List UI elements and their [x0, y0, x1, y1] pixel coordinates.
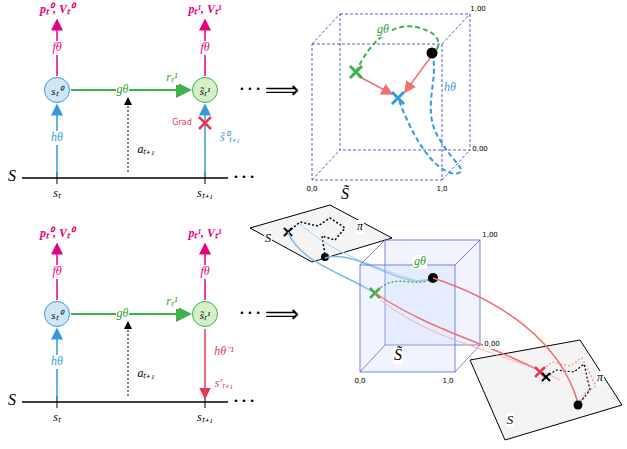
math-label: hθ — [50, 355, 64, 368]
math-label: π — [356, 220, 364, 233]
math-label: 0,00 — [483, 341, 501, 349]
math-label: 1,00 — [469, 6, 487, 14]
math-label: pₜ⁰, Vₜ⁰ — [39, 227, 75, 240]
state-circle: sₜ⁰ — [44, 301, 70, 327]
math-label: • • • — [232, 173, 256, 183]
math-label: • • • — [232, 397, 256, 407]
math-label: fθ — [199, 265, 210, 278]
transition-arrow — [71, 89, 190, 91]
math-label: S̃ — [340, 185, 350, 203]
math-label: hθ⁻¹ — [213, 345, 235, 358]
math-label: S — [264, 231, 273, 245]
state-symbol: sₜ⁰ — [51, 307, 62, 322]
edge-label: gθ — [116, 83, 130, 96]
math-label: aₜ₊₁ — [136, 143, 155, 156]
edge-label: gθ — [116, 307, 130, 320]
math-label: 1,0 — [435, 186, 448, 194]
math-label: hθ — [443, 81, 457, 94]
math-label: hθ — [50, 131, 64, 144]
math-label: 0,00 — [471, 146, 489, 154]
math-label: • • • — [238, 85, 262, 95]
math-label: pₜ⁰, Vₜ⁰ — [39, 3, 75, 16]
math-label: pₜ¹, Vₜ¹ — [187, 3, 222, 16]
math-label: 0,0 — [353, 378, 366, 386]
math-label: S — [506, 413, 515, 427]
math-label: fθ — [51, 41, 62, 54]
math-label: 1,0 — [441, 378, 454, 386]
math-label: ⟹ — [264, 301, 300, 327]
math-label: sₜ — [52, 187, 62, 200]
math-label: Grad — [171, 119, 192, 128]
state-symbol: sₜ⁰ — [51, 83, 62, 98]
math-label: 0,0 — [305, 186, 318, 194]
math-label: pₜ¹, Vₜ¹ — [187, 227, 222, 240]
state-circle: s̃ₜ¹ — [192, 77, 218, 103]
math-label: s̃⁰ₜ₊₁ — [219, 131, 241, 144]
state-circle: sₜ⁰ — [44, 77, 70, 103]
math-label: • • • — [238, 309, 262, 319]
math-label: sₜ₊₁ — [196, 411, 214, 424]
math-label: gθ — [376, 23, 390, 36]
state-symbol: s̃ₜ¹ — [200, 83, 211, 98]
math-label: S̃ — [393, 346, 403, 364]
transition-arrow — [71, 313, 190, 315]
math-label: ⟹ — [264, 77, 300, 103]
math-label: rₜ¹ — [165, 295, 178, 308]
math-label: 1,00 — [481, 232, 499, 240]
math-label: sₜ₊₁ — [196, 187, 214, 200]
math-label: rₜ¹ — [165, 71, 178, 84]
math-label: fθ — [51, 265, 62, 278]
math-label: fθ — [199, 41, 210, 54]
math-label: S — [7, 391, 17, 409]
math-label: s′ₜ₊₁ — [214, 377, 234, 390]
state-circle: s̃ₜ¹ — [192, 301, 218, 327]
math-label: aₜ₊₁ — [136, 367, 155, 380]
math-label: gθ — [413, 255, 427, 268]
math-label: sₜ — [52, 411, 62, 424]
math-label: π — [596, 371, 604, 384]
state-symbol: s̃ₜ¹ — [200, 307, 211, 322]
math-label: S — [7, 167, 17, 185]
